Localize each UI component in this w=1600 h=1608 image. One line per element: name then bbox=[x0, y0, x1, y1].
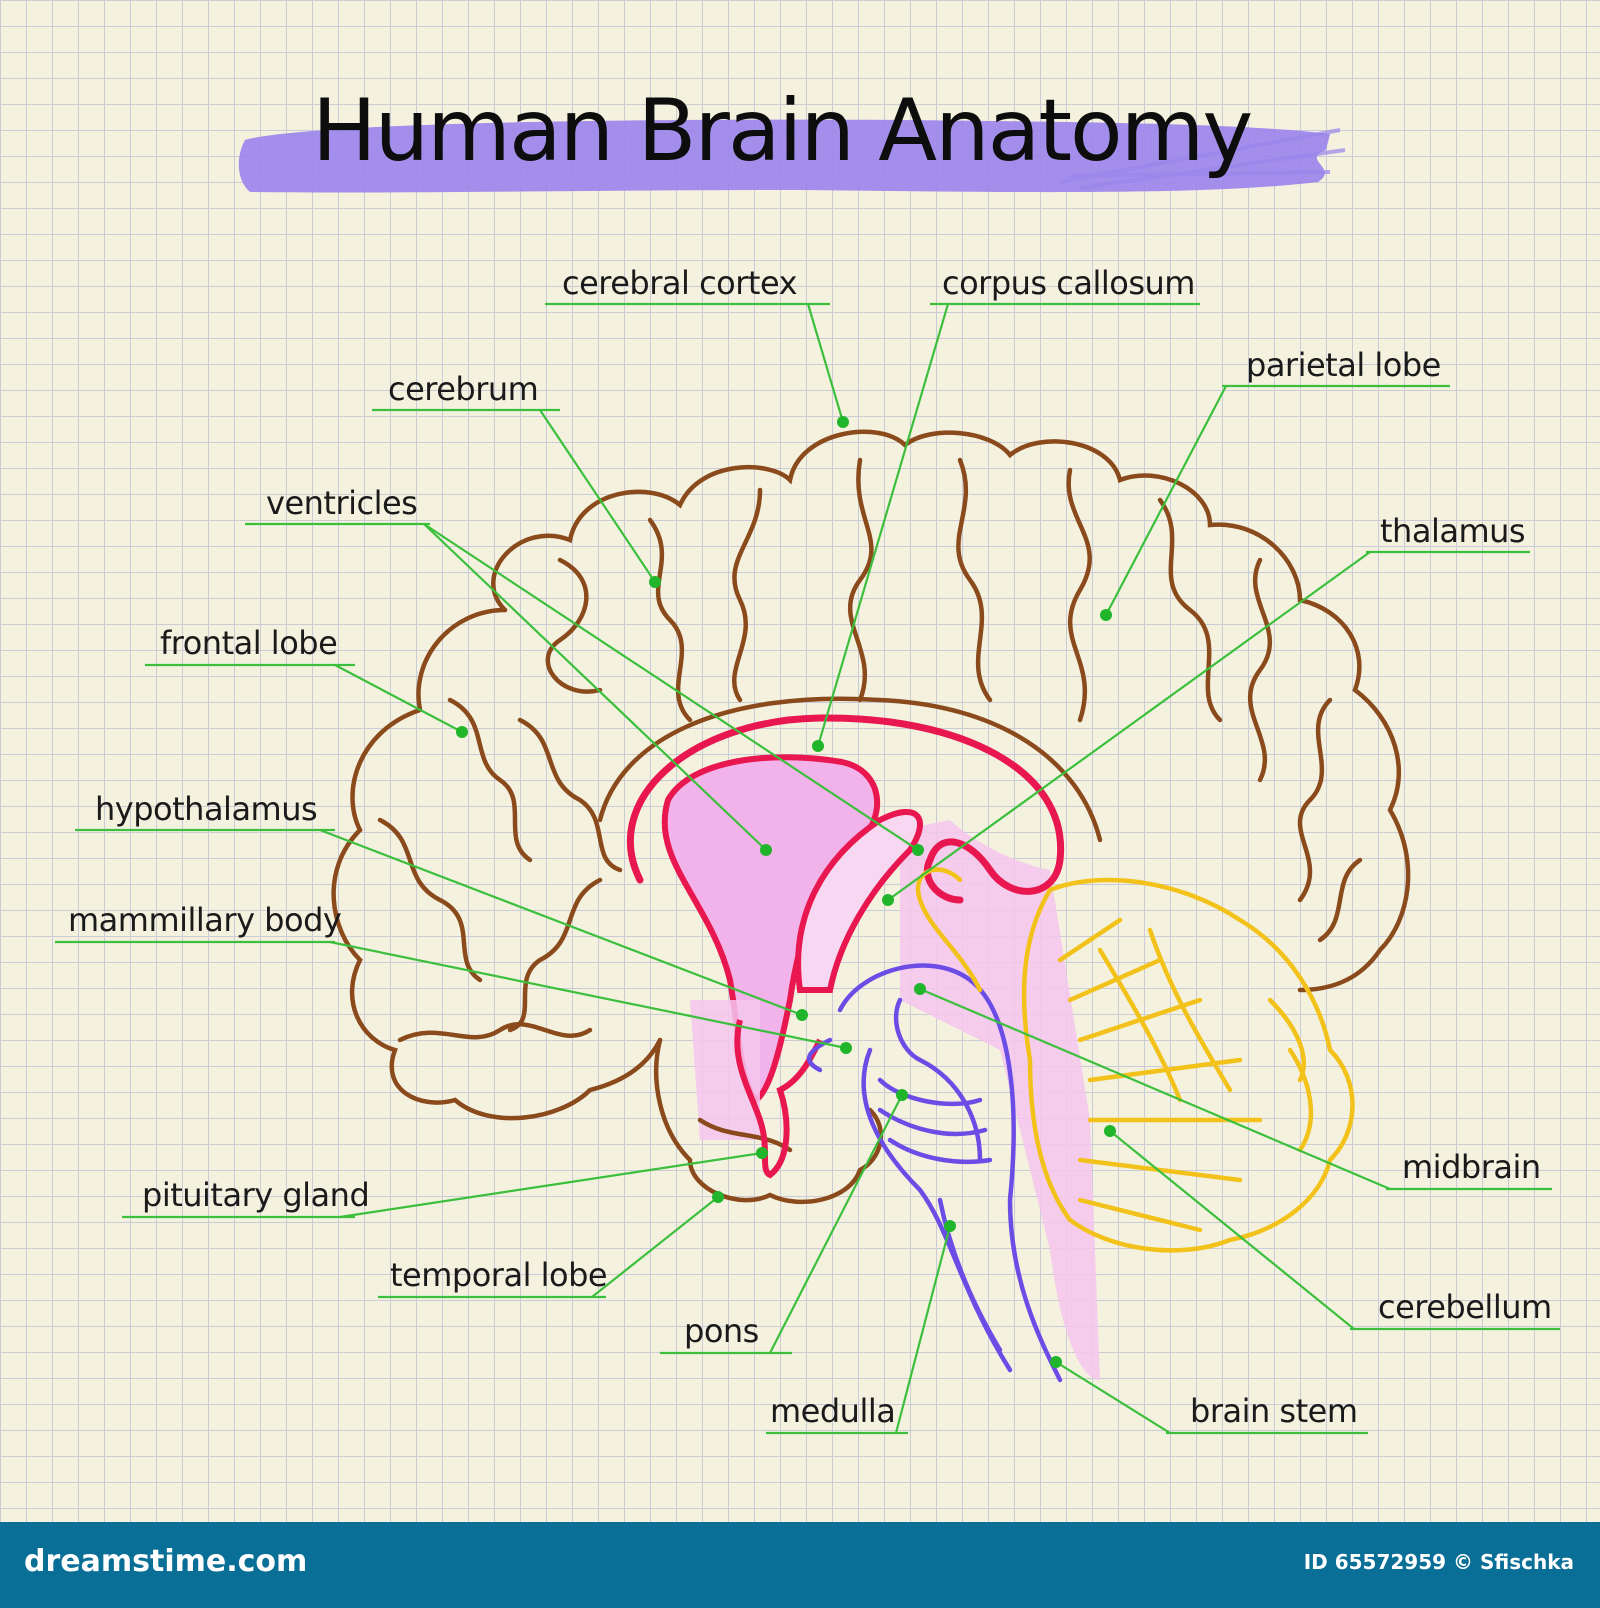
brain-stem-shape bbox=[806, 963, 1063, 1383]
midbrain-dot bbox=[914, 983, 926, 995]
cerebrum-dot bbox=[649, 576, 661, 588]
label-cerebellum: cerebellum bbox=[1378, 1288, 1552, 1326]
footer-image-id-credit: ID 65572959 © Sfischka bbox=[1303, 1550, 1574, 1574]
footer-brand[interactable]: dreamstime.com bbox=[24, 1544, 308, 1579]
label-frontal-lobe: frontal lobe bbox=[160, 624, 337, 662]
label-cerebral-cortex: cerebral cortex bbox=[562, 264, 797, 302]
parietal-lobe-dot bbox=[1100, 609, 1112, 621]
label-ventricles: ventricles bbox=[266, 484, 417, 522]
thalamus-dot bbox=[882, 894, 894, 906]
label-midbrain: midbrain bbox=[1402, 1148, 1541, 1186]
label-parietal-lobe: parietal lobe bbox=[1246, 346, 1441, 384]
pituitary-gland-dot bbox=[756, 1147, 768, 1159]
brain-stem-dot bbox=[1050, 1356, 1062, 1368]
ventricles-dot-2 bbox=[912, 844, 924, 856]
cerebral-cortex-dot bbox=[837, 416, 849, 428]
labels: cerebral cortex corpus callosum cerebrum… bbox=[68, 264, 1552, 1430]
corpus-callosum-dot bbox=[812, 740, 824, 752]
cerebrum-outline bbox=[331, 429, 1411, 1205]
footer-bar: dreamstime.com ID 65572959 © Sfischka bbox=[0, 1522, 1600, 1608]
fornix-shape bbox=[795, 808, 923, 993]
mammillary-body-dot bbox=[840, 1042, 852, 1054]
label-mammillary-body: mammillary body bbox=[68, 901, 341, 939]
label-medulla: medulla bbox=[770, 1392, 895, 1430]
label-temporal-lobe: temporal lobe bbox=[390, 1256, 607, 1294]
ventricles-dot-1 bbox=[760, 844, 772, 856]
label-pituitary-gland: pituitary gland bbox=[142, 1176, 369, 1214]
cerebellum-shape bbox=[915, 867, 1355, 1253]
title-highlight-stroke bbox=[238, 119, 1331, 193]
ventricles-shape bbox=[661, 754, 1100, 1380]
hypothalamus-pituitary-shape bbox=[734, 1019, 823, 1179]
label-hypothalamus: hypothalamus bbox=[95, 790, 317, 828]
label-cerebrum: cerebrum bbox=[388, 370, 538, 408]
pons-dot bbox=[896, 1089, 908, 1101]
label-corpus-callosum: corpus callosum bbox=[942, 264, 1195, 302]
frontal-lobe-dot bbox=[456, 726, 468, 738]
hypothalamus-dot bbox=[796, 1009, 808, 1021]
leader-lines bbox=[55, 302, 1560, 1435]
temporal-lobe-dot bbox=[712, 1191, 724, 1203]
corpus-callosum-shape bbox=[626, 714, 1065, 904]
title-group: Human Brain Anatomy bbox=[238, 81, 1346, 193]
label-brain-stem: brain stem bbox=[1190, 1392, 1358, 1430]
cerebellum-dot bbox=[1104, 1125, 1116, 1137]
title-highlight-dry-brush bbox=[1059, 128, 1346, 190]
label-pons: pons bbox=[684, 1312, 759, 1350]
medulla-dot bbox=[944, 1220, 956, 1232]
page-title: Human Brain Anatomy bbox=[312, 81, 1251, 181]
label-thalamus: thalamus bbox=[1380, 512, 1525, 550]
